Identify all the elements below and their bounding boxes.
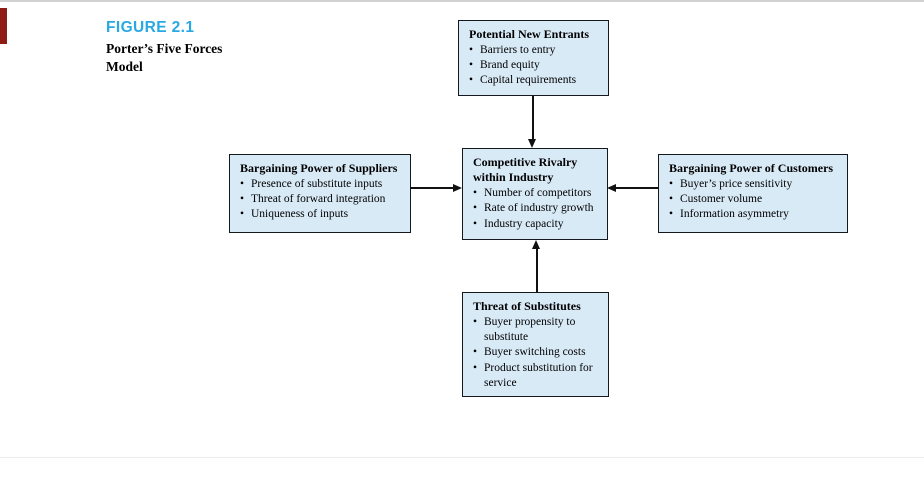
arrow-line — [410, 187, 453, 189]
arrowhead-right-icon — [453, 183, 462, 192]
bullet-item: Number of competitors — [471, 186, 602, 201]
arrow-line — [536, 249, 538, 292]
box-competitive-rivalry: Competitive Rivalry within Industry Numb… — [462, 148, 608, 240]
figure-heading: FIGURE 2.1 Porter’s Five Forces Model — [106, 19, 236, 75]
figure-number-label: FIGURE 2.1 — [106, 19, 195, 36]
box-bullet-list: Number of competitorsRate of industry gr… — [471, 186, 602, 232]
box-bullet-list: Presence of substitute inputsThreat of f… — [238, 177, 405, 223]
page-bottom-rule — [0, 457, 924, 458]
box-bargaining-power-suppliers: Bargaining Power of Suppliers Presence o… — [229, 154, 411, 233]
box-bullet-list: Barriers to entryBrand equityCapital req… — [467, 43, 603, 89]
box-threat-of-substitutes: Threat of Substitutes Buyer propensity t… — [462, 292, 609, 397]
box-potential-new-entrants: Potential New Entrants Barriers to entry… — [458, 20, 609, 96]
bullet-item: Customer volume — [667, 192, 842, 207]
box-bargaining-power-customers: Bargaining Power of Customers Buyer’s pr… — [658, 154, 848, 233]
bullet-item: Industry capacity — [471, 217, 602, 232]
box-title: Competitive Rivalry within Industry — [473, 155, 578, 185]
box-title: Bargaining Power of Suppliers — [240, 161, 398, 175]
bullet-item: Capital requirements — [467, 73, 603, 88]
bullet-item: Product substitution for service — [471, 361, 603, 391]
arrowhead-up-icon — [532, 240, 540, 249]
bullet-item: Information asymmetry — [667, 207, 842, 222]
page-top-rule — [0, 0, 924, 2]
figure-title: Porter’s Five Forces Model — [106, 41, 223, 74]
bullet-item: Buyer switching costs — [471, 345, 603, 360]
arrow-line — [532, 96, 534, 139]
bullet-item: Brand equity — [467, 58, 603, 73]
red-accent-bar — [0, 8, 7, 44]
bullet-item: Threat of forward integration — [238, 192, 405, 207]
box-title: Threat of Substitutes — [473, 299, 581, 313]
arrowhead-down-icon — [528, 139, 536, 148]
bullet-item: Buyer’s price sensitivity — [667, 177, 842, 192]
box-bullet-list: Buyer’s price sensitivityCustomer volume… — [667, 177, 842, 223]
arrowhead-left-icon — [607, 183, 616, 192]
box-bullet-list: Buyer propensity to substituteBuyer swit… — [471, 315, 603, 391]
arrow-line — [616, 187, 658, 189]
box-title: Potential New Entrants — [469, 27, 589, 41]
bullet-item: Barriers to entry — [467, 43, 603, 58]
bullet-item: Presence of substitute inputs — [238, 177, 405, 192]
bullet-item: Uniqueness of inputs — [238, 207, 405, 222]
box-title: Bargaining Power of Customers — [669, 161, 834, 175]
bullet-item: Buyer propensity to substitute — [471, 315, 603, 345]
bullet-item: Rate of industry growth — [471, 201, 602, 216]
